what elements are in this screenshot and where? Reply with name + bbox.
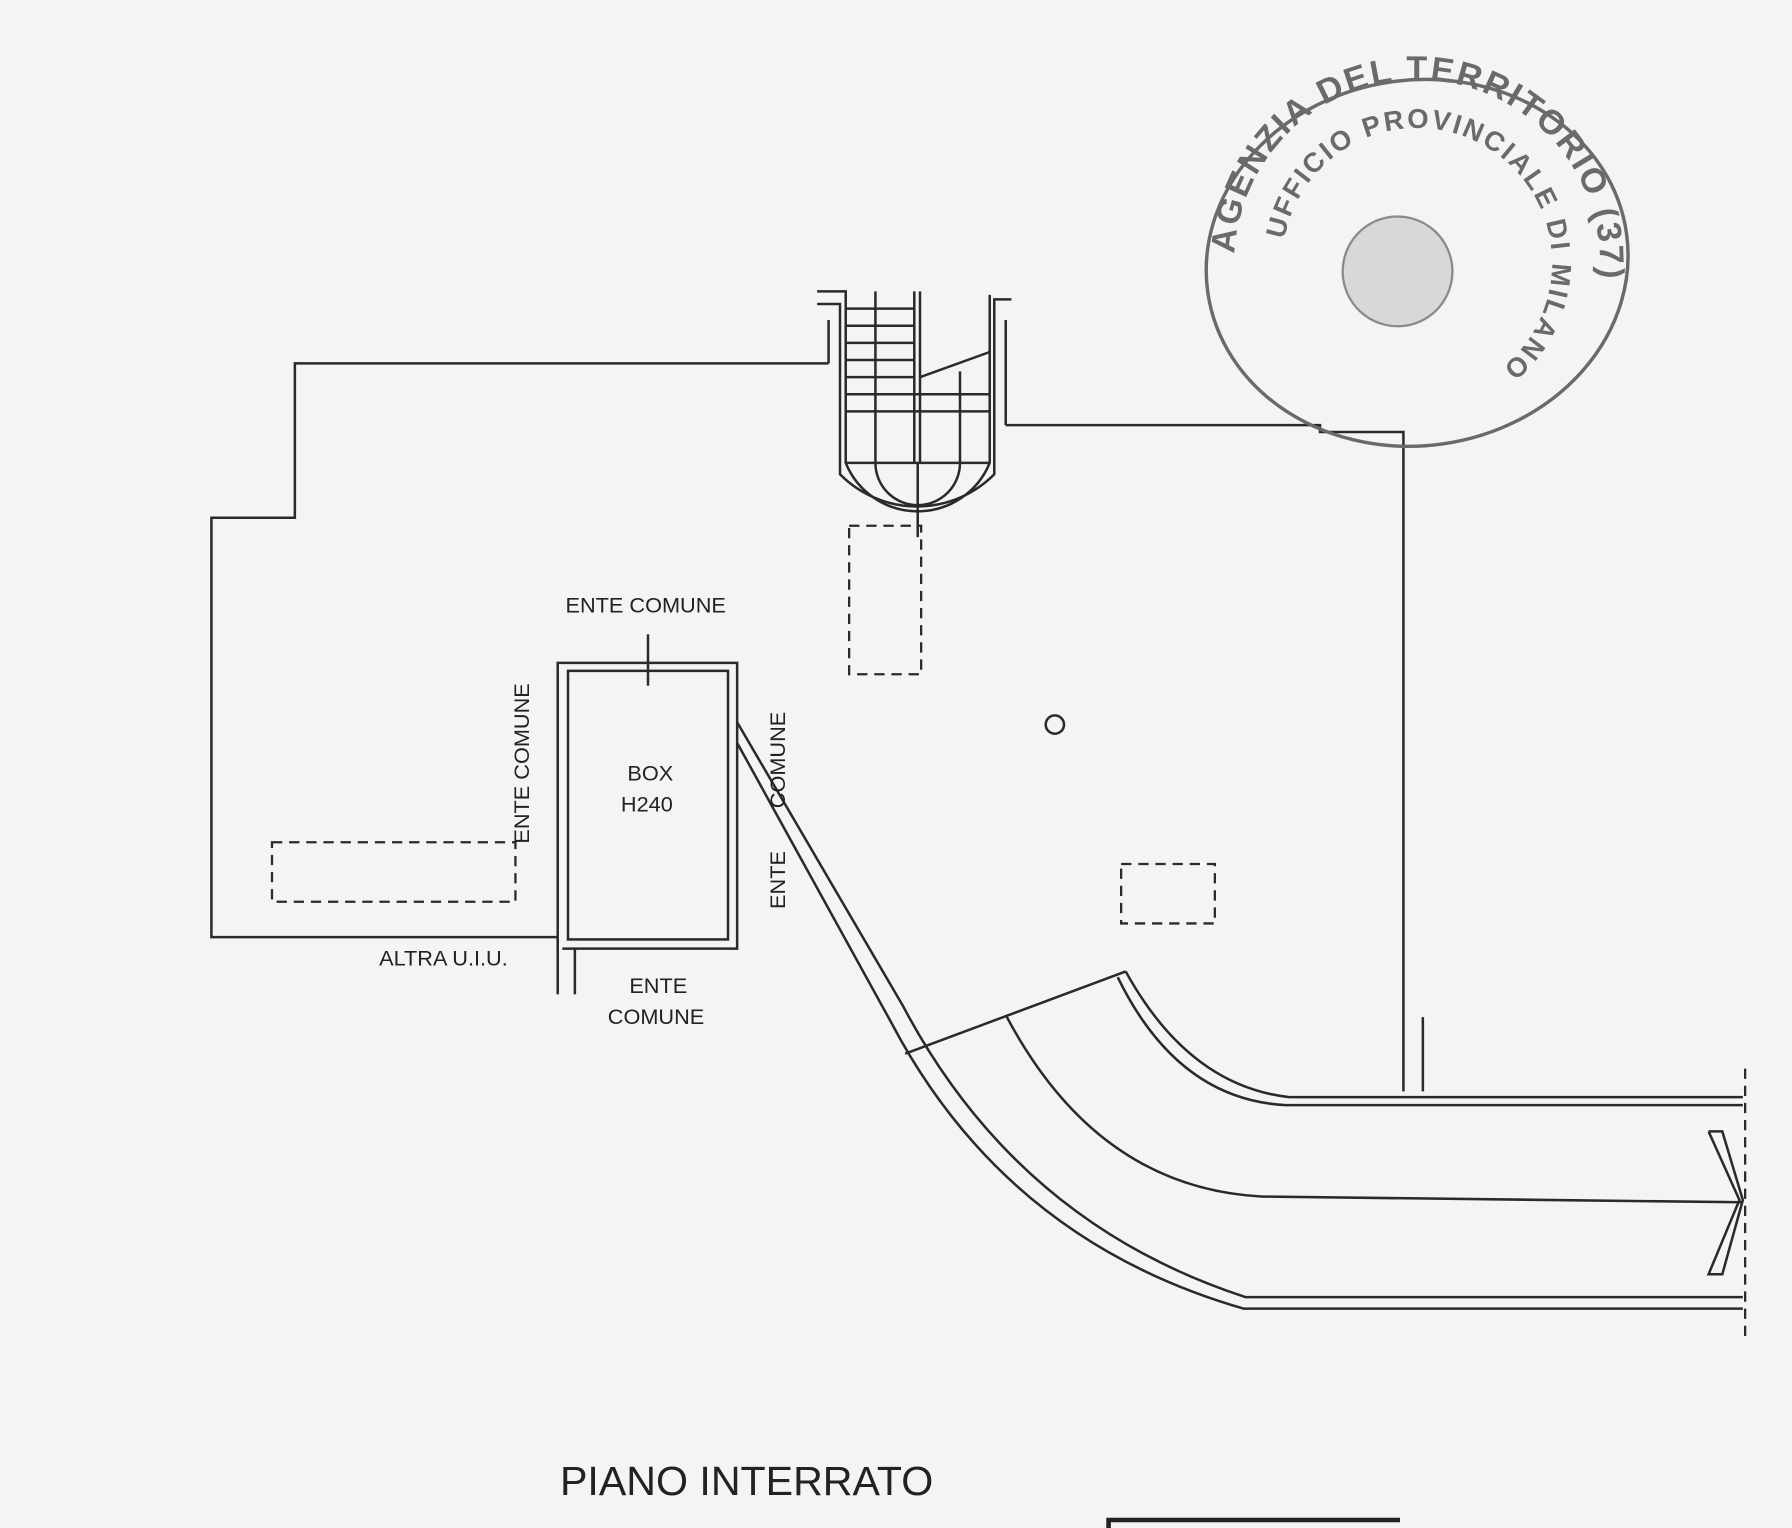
- box-unit: [556, 634, 739, 995]
- label-comune-bottom-2: COMUNE: [608, 1004, 704, 1029]
- dashed-area: [1120, 862, 1216, 925]
- staircase: [817, 290, 1012, 538]
- label-box: BOX: [627, 761, 673, 786]
- label-ente-bottom-1: ENTE: [629, 973, 687, 998]
- label-comune-right-2: COMUNE: [765, 712, 790, 808]
- dashed-area: [270, 841, 517, 903]
- label-ente-comune-left: ENTE COMUNE: [509, 683, 534, 843]
- entrance-arrow-icon: [1706, 1130, 1745, 1276]
- ramp: [736, 721, 1747, 1338]
- plan-title: PIANO INTERRATO: [560, 1458, 933, 1504]
- dashed-area: [848, 524, 923, 676]
- label-box-height: H240: [621, 791, 673, 816]
- label-altra-uiu: ALTRA U.I.U.: [379, 946, 508, 971]
- building-outline: [210, 362, 1425, 1092]
- label-ente-right-1: ENTE: [765, 851, 790, 909]
- column-marker: [1044, 714, 1066, 735]
- official-stamp: AGENZIA DEL TERRITORIO (37) UFFICIO PROV…: [1180, 22, 1635, 449]
- frame-edge: [1106, 1517, 1400, 1528]
- stamp-emblem-icon: [1341, 215, 1454, 328]
- label-ente-comune-top: ENTE COMUNE: [566, 593, 726, 618]
